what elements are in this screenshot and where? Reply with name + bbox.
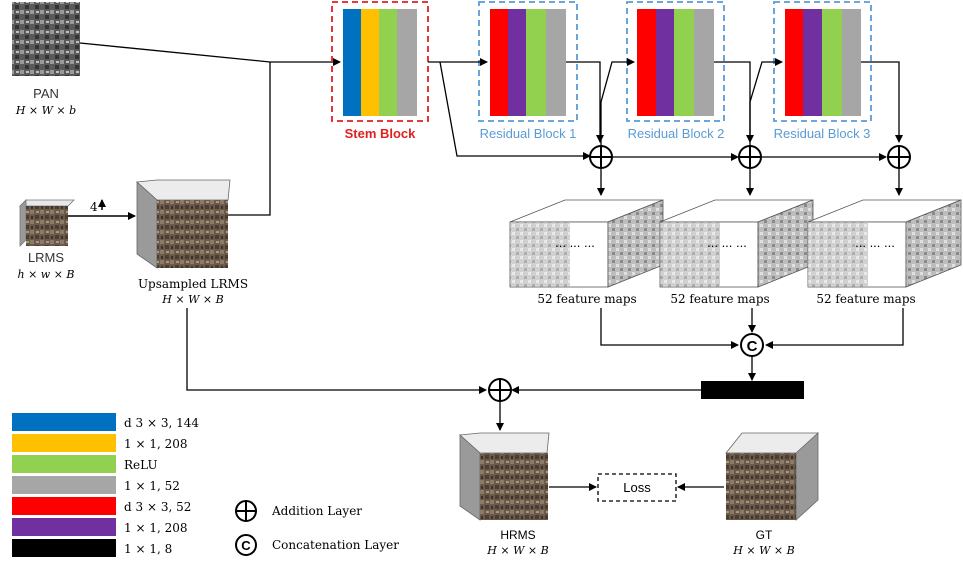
- legend-swatch-2: [12, 434, 116, 452]
- feature-map-2-label: 52 feature maps: [670, 292, 769, 306]
- legend-swatch-4: [12, 476, 116, 494]
- feature-map-3-dots: ... ... ...: [855, 235, 895, 250]
- fmap1-to-concat-arrow: [601, 308, 738, 345]
- legend: d 3 × 3, 144 1 × 1, 208 ReLU 1 × 1, 52 d…: [12, 413, 399, 557]
- legend-label-2: 1 × 1, 208: [124, 437, 188, 451]
- pan-image: [12, 2, 80, 76]
- stem-block: [332, 2, 428, 121]
- feature-map-3-label: 52 feature maps: [816, 292, 915, 306]
- hrms-dims: H × W × B: [486, 544, 548, 557]
- concatenation-layer-label: Concatenation Layer: [272, 538, 399, 552]
- gt-label: GT: [756, 528, 773, 542]
- legend-label-3: ReLU: [124, 458, 158, 472]
- gt-cube: [726, 433, 818, 520]
- addition-node-2: [739, 146, 761, 168]
- upsampled-to-add4-arrow: [187, 308, 486, 390]
- legend-label-6: 1 × 1, 208: [124, 521, 188, 535]
- upsample-factor: 4: [90, 200, 98, 214]
- feature-map-2-dots: ... ... ...: [707, 235, 747, 250]
- concat-node: C: [741, 334, 763, 356]
- residual-block-1-label: Residual Block 1: [480, 126, 577, 141]
- upsampled-dims: H × W × B: [161, 293, 223, 306]
- pan-to-stem-arrow: [80, 43, 340, 62]
- lrms-cube: [20, 200, 74, 246]
- addition-node-4: [489, 379, 511, 401]
- legend-label-4: 1 × 1, 52: [124, 479, 180, 493]
- upsampled-cube: [137, 180, 230, 268]
- addition-node-1: [590, 146, 612, 168]
- addition-layer-label: Addition Layer: [271, 504, 362, 518]
- pan-label: PAN: [33, 86, 59, 101]
- legend-label-1: d 3 × 3, 144: [124, 416, 199, 430]
- feature-map-1-label: 52 feature maps: [537, 292, 636, 306]
- legend-swatch-1: [12, 413, 116, 431]
- legend-swatch-3: [12, 455, 116, 473]
- addition-layer-icon: [236, 501, 256, 521]
- residual-block-2-label: Residual Block 2: [628, 126, 725, 141]
- feature-map-1-dots: ... ... ...: [555, 235, 595, 250]
- lrms-label: LRMS: [28, 250, 64, 265]
- concat-symbol: C: [747, 338, 758, 355]
- residual-block-3-label: Residual Block 3: [774, 126, 871, 141]
- legend-swatch-5: [12, 497, 116, 515]
- hrms-label: HRMS: [500, 528, 535, 542]
- legend-swatch-7: [12, 539, 116, 557]
- gt-dims: H × W × B: [732, 544, 794, 557]
- upsampled-to-stem-line: [228, 62, 270, 215]
- lrms-dims: h × w × B: [17, 268, 74, 281]
- conv-1x1-8-layer: [701, 381, 804, 399]
- legend-label-7: 1 × 1, 8: [124, 542, 172, 556]
- stem-block-label: Stem Block: [345, 126, 417, 141]
- fmap3-to-concat-arrow: [766, 308, 903, 345]
- legend-label-5: d 3 × 3, 52: [124, 500, 191, 514]
- svg-text:C: C: [241, 538, 251, 553]
- residual-block-2: [627, 2, 724, 121]
- loss-label: Loss: [623, 480, 651, 495]
- legend-swatch-6: [12, 518, 116, 536]
- residual-block-3: [774, 2, 871, 121]
- pan-dims: H × W × b: [15, 104, 76, 117]
- addition-node-3: [888, 146, 910, 168]
- hrms-cube: [460, 433, 549, 520]
- concatenation-layer-icon: C: [236, 535, 256, 555]
- residual-block-1: [479, 2, 577, 121]
- upsampled-label: Upsampled LRMS: [138, 277, 248, 291]
